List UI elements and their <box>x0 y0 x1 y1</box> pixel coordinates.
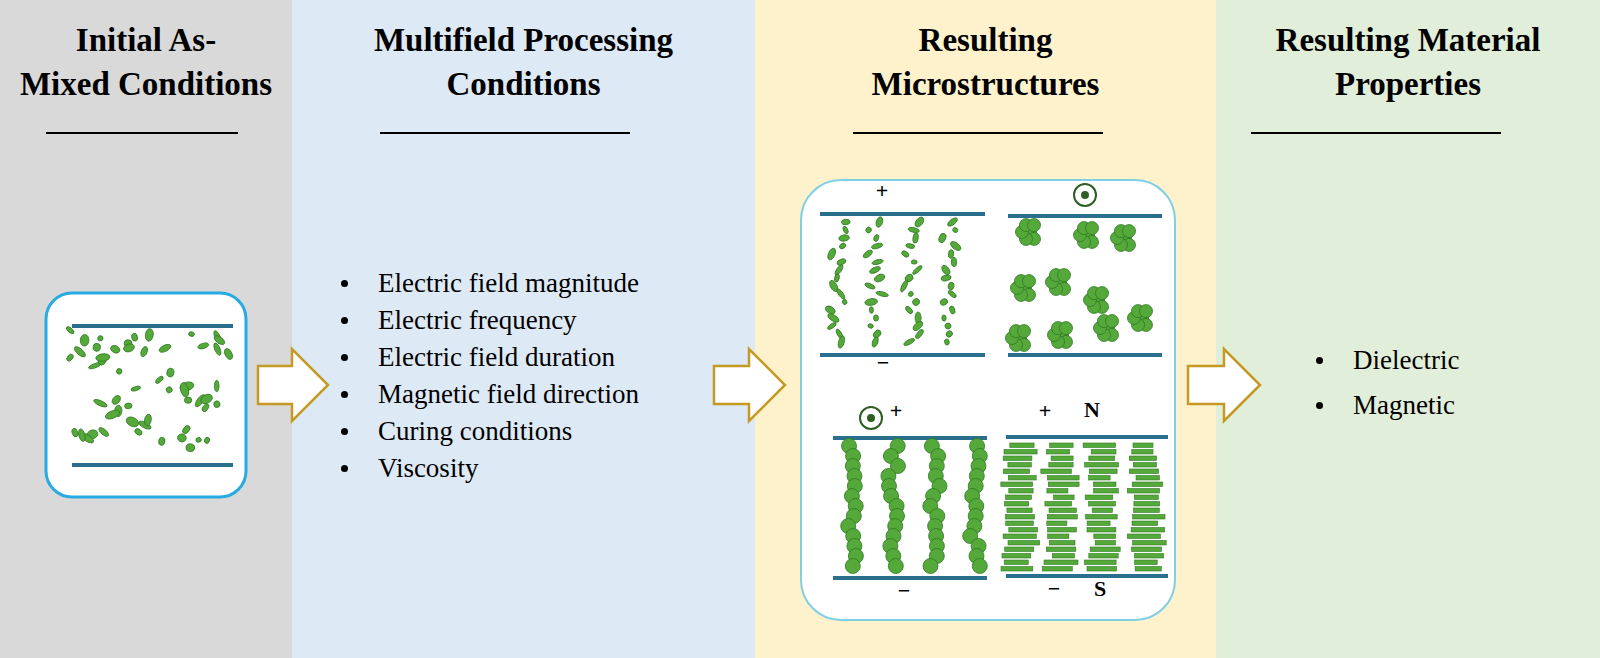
bullet-text: Curing conditions <box>378 416 572 446</box>
block-arrow <box>258 349 328 421</box>
column-heading: Resulting Microstructures <box>841 18 1131 106</box>
heading-underline <box>853 132 1103 134</box>
particles <box>65 215 1166 573</box>
heading-underline <box>46 132 238 134</box>
microstructure-frame <box>801 180 1175 620</box>
polarity-label: S <box>1094 577 1106 601</box>
electrode-plate <box>72 324 233 328</box>
bullet-dot <box>341 317 348 324</box>
bullet-text: Magnetic field direction <box>378 379 639 409</box>
bullet-dot <box>341 354 348 361</box>
bullet-item: Magnetic field direction <box>335 376 639 413</box>
heading-underline <box>380 132 630 134</box>
bullet-text: Electric field magnitude <box>378 268 639 298</box>
polarity-label: N <box>1084 398 1100 422</box>
column-band: Resulting Material PropertiesDielectricM… <box>1216 0 1600 658</box>
bullet-item: Dielectric <box>1310 338 1459 383</box>
bullet-text: Viscosity <box>378 453 478 483</box>
polarity-label: − <box>898 579 911 603</box>
polarity-label: − <box>1048 577 1061 601</box>
bullet-dot <box>341 391 348 398</box>
polarity-label: − <box>877 351 890 375</box>
bullet-dot <box>1316 402 1323 409</box>
bullet-item: Viscosity <box>335 450 639 487</box>
bullet-text: Electric field duration <box>378 342 615 372</box>
bullet-dot <box>341 280 348 287</box>
bullet-item: Electric frequency <box>335 302 639 339</box>
bullet-text: Electric frequency <box>378 305 577 335</box>
electrode-plates <box>820 214 1168 578</box>
bullet-item: Magnetic <box>1310 383 1459 428</box>
column-heading: Multifield Processing Conditions <box>324 18 724 106</box>
bullet-list: DielectricMagnetic <box>1310 338 1459 428</box>
bullet-list: Electric field magnitudeElectric frequen… <box>335 265 639 487</box>
bullet-text: Dielectric <box>1353 345 1459 375</box>
bullet-item: Electric field magnitude <box>335 265 639 302</box>
bullet-dot <box>341 428 348 435</box>
column-band: Multifield Processing ConditionsElectric… <box>292 0 755 658</box>
bullet-item: Curing conditions <box>335 413 639 450</box>
bullet-dot <box>1316 357 1323 364</box>
out-of-plane-field-symbol <box>860 184 1096 429</box>
polarity-label: + <box>1039 399 1052 423</box>
block-arrow <box>714 349 785 421</box>
column-heading: Resulting Material Properties <box>1233 18 1583 106</box>
electrode-plate <box>72 463 233 467</box>
heading-underline <box>1251 132 1501 134</box>
as-mixed-frame <box>46 293 246 497</box>
column-heading: Initial As-Mixed Conditions <box>10 18 282 106</box>
polarity-label: + <box>876 179 889 203</box>
bullet-text: Magnetic <box>1353 390 1455 420</box>
bullet-dot <box>341 465 348 472</box>
bullet-item: Electric field duration <box>335 339 639 376</box>
polarity-label: + <box>890 399 903 423</box>
block-arrow <box>1188 349 1260 421</box>
